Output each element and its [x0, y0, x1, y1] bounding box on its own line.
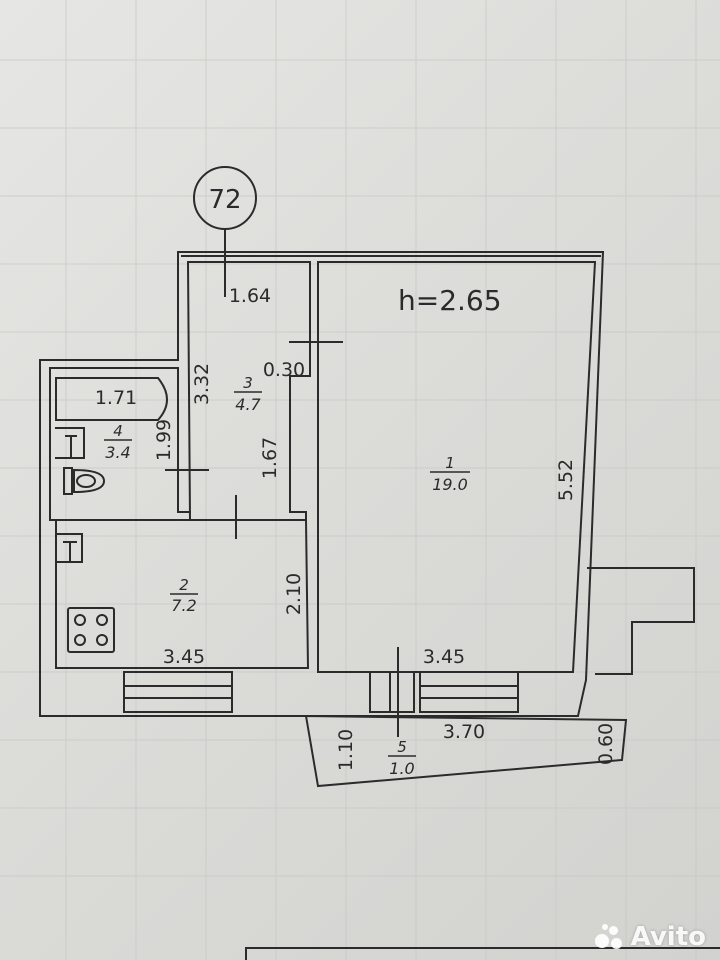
dimension-label: 1.71 — [95, 387, 137, 409]
dimension-label: 0.60 — [595, 723, 617, 765]
dimension-label: 5.52 — [555, 459, 577, 501]
dimension-label: 3.70 — [443, 721, 485, 743]
dimension-label: 3.45 — [423, 646, 465, 668]
dimension-label: 3.32 — [191, 363, 213, 405]
avito-logo-icon — [594, 924, 625, 950]
room-number: 1 — [445, 454, 455, 472]
stove — [67, 607, 115, 653]
ceiling-height: h=2.65 — [398, 284, 502, 317]
inner-wall-bathroom — [49, 367, 191, 513]
stove-burner — [74, 614, 86, 626]
room-area: 7.2 — [171, 596, 196, 615]
dimension-label: 1.64 — [229, 285, 271, 307]
room-area: 3.4 — [105, 443, 130, 462]
avito-watermark-text: Avito — [630, 922, 706, 952]
dimension-label: 2.10 — [283, 573, 305, 615]
dimension-label: 3.45 — [163, 646, 205, 668]
plan-number: 72 — [208, 185, 241, 215]
bathtub — [55, 377, 168, 421]
room-number: 2 — [179, 576, 189, 594]
outer-wall — [39, 251, 605, 717]
bottom-frame — [245, 947, 720, 960]
room-area: 4.7 — [235, 395, 261, 414]
sink-bathroom — [55, 427, 85, 459]
room-area: 19.0 — [432, 475, 468, 494]
inner-wall-kitchen — [55, 519, 310, 669]
sink-kitchen — [57, 533, 83, 563]
dimension-label: 1.99 — [153, 419, 175, 461]
room-number: 3 — [243, 374, 253, 392]
dimension-label: 1.67 — [259, 437, 281, 479]
room-number: 5 — [397, 738, 407, 756]
balcony-outline — [304, 714, 628, 788]
avito-watermark: Avito — [594, 922, 706, 952]
balcony-outline — [587, 567, 695, 675]
room-area: 1.0 — [389, 759, 414, 778]
balcony-door — [369, 671, 415, 713]
stove-burner — [96, 614, 108, 626]
toilet-seat — [76, 474, 96, 488]
dimension-label: 0.30 — [263, 359, 305, 381]
dimension-label: 1.10 — [335, 729, 357, 771]
stove-burner — [74, 634, 86, 646]
room-number: 4 — [113, 422, 123, 440]
stove-burner — [96, 634, 108, 646]
window-kitchen — [123, 671, 233, 713]
inner-wall-room-1 — [317, 261, 597, 673]
window-room — [419, 671, 519, 713]
toilet — [63, 467, 106, 495]
